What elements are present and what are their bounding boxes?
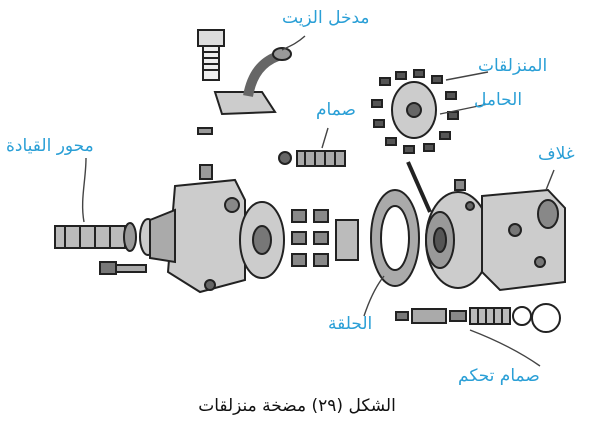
top-bolt <box>197 29 225 81</box>
label-ring: الحلقة <box>328 314 373 334</box>
small-seal <box>197 127 213 135</box>
label-valve: صمام <box>316 100 356 120</box>
carrier-disc <box>425 191 491 289</box>
figure-caption: الشكل (٢٩) مضخة منزلقات <box>198 396 396 416</box>
vanes-middle <box>291 209 359 267</box>
drive-shaft-part <box>54 218 157 256</box>
label-sliders: المنزلقات <box>478 56 548 76</box>
label-control-valve: صمام تحكم <box>458 366 540 386</box>
oil-inlet-fitting <box>213 47 292 116</box>
control-valve-part <box>395 303 561 333</box>
label-oil-inlet: مدخل الزيت <box>282 8 370 28</box>
rotor-plate-left <box>239 201 285 279</box>
lower-bolt <box>99 261 147 275</box>
cam-ring <box>370 189 420 287</box>
label-carrier: الحامل <box>474 90 523 110</box>
pump-body <box>149 164 246 294</box>
leader-lines <box>81 35 555 367</box>
right-housing <box>454 179 566 292</box>
valve-part <box>278 150 346 167</box>
sliders-cluster <box>371 69 459 154</box>
label-housing: غلاف <box>538 144 575 164</box>
label-drive-shaft: محور القيادة <box>6 136 94 156</box>
